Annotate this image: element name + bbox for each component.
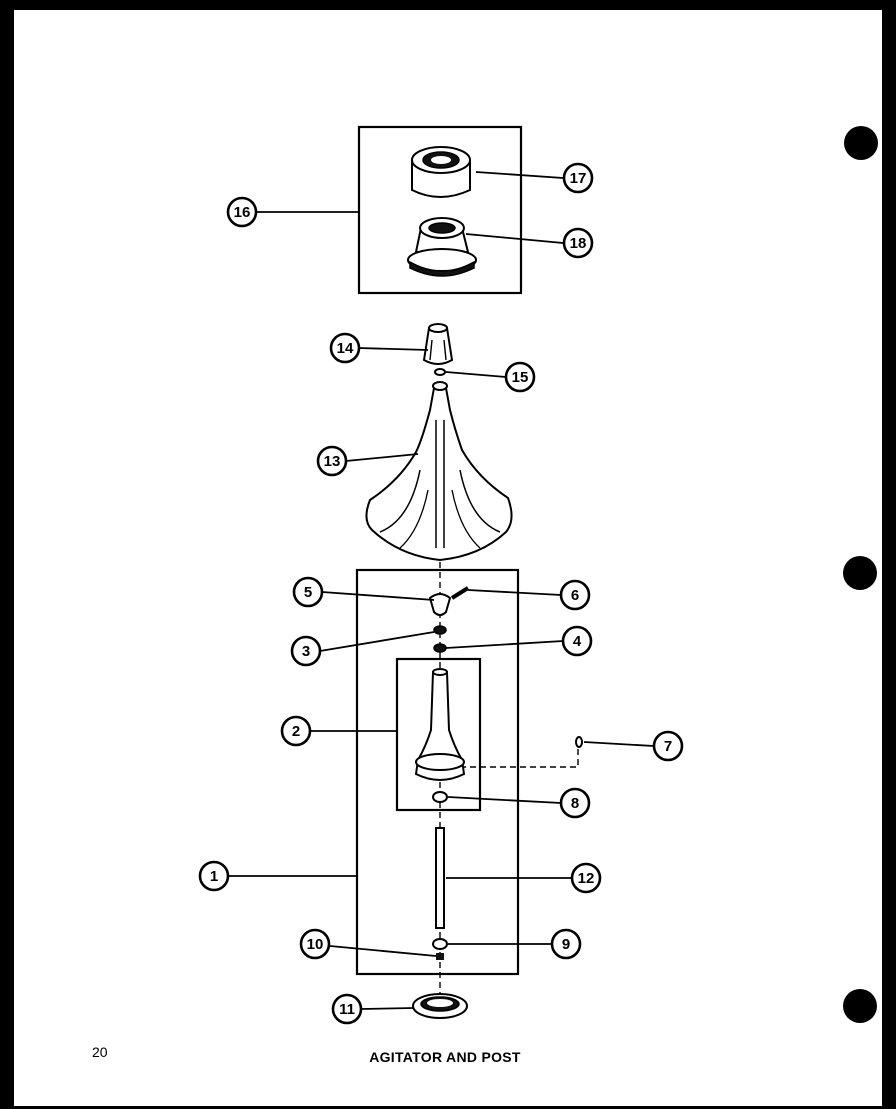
leader-10 (329, 945, 437, 957)
nut-part-10 (436, 953, 444, 960)
leader-3 (319, 631, 435, 652)
kit-box-16 (357, 125, 523, 295)
svg-text:12: 12 (578, 870, 595, 887)
svg-text:8: 8 (571, 795, 579, 812)
callout-10: 10 (299, 928, 331, 960)
callout-11: 11 (331, 993, 363, 1025)
washer-part-3 (433, 625, 447, 635)
callout-12: 12 (570, 862, 602, 894)
callout-16: 16 (226, 196, 258, 228)
svg-text:13: 13 (324, 453, 341, 470)
post-part-2 (414, 668, 466, 781)
dog-part-5 (428, 593, 452, 616)
cap-part-17 (411, 146, 471, 198)
svg-text:2: 2 (292, 723, 300, 740)
adapter-part-18 (407, 217, 477, 277)
svg-text:17: 17 (570, 170, 587, 187)
leader-14 (358, 347, 429, 351)
screw-part-7 (575, 736, 583, 748)
svg-text:1: 1 (210, 868, 218, 885)
svg-text:18: 18 (570, 235, 587, 252)
svg-text:11: 11 (339, 1001, 355, 1018)
punch-hole-middle (843, 556, 877, 590)
callout-9: 9 (550, 928, 582, 960)
punch-hole-top (844, 126, 878, 160)
callout-6: 6 (559, 579, 591, 611)
leader-8 (447, 796, 562, 804)
agitator-part-13 (365, 381, 513, 562)
o-ring-part-15 (434, 368, 446, 376)
svg-text:6: 6 (571, 587, 579, 604)
svg-text:16: 16 (234, 204, 251, 221)
agitator-cap-part-14 (422, 323, 454, 365)
punch-hole-bottom (843, 989, 877, 1023)
callout-13: 13 (316, 445, 348, 477)
svg-text:15: 15 (512, 369, 529, 386)
svg-text:5: 5 (304, 584, 312, 601)
svg-text:3: 3 (302, 643, 310, 660)
svg-text:9: 9 (562, 936, 570, 953)
callout-17: 17 (562, 162, 594, 194)
axis-branch-line (440, 748, 579, 768)
callout-15: 15 (504, 361, 536, 393)
callout-18: 18 (562, 227, 594, 259)
callout-14: 14 (329, 332, 361, 364)
assembly-box-2 (395, 657, 482, 812)
leader-15 (445, 371, 507, 378)
page-number: 20 (92, 1044, 108, 1060)
callout-7: 7 (652, 730, 684, 762)
callout-3: 3 (290, 635, 322, 667)
pin-part-6 (450, 586, 470, 600)
assembly-box-1 (355, 568, 520, 976)
figure-caption: AGITATOR AND POST (369, 1049, 521, 1065)
callout-5: 5 (292, 576, 324, 608)
callout-1: 1 (198, 860, 230, 892)
svg-text:14: 14 (337, 340, 354, 357)
leader-18 (465, 233, 564, 244)
leader-4 (445, 640, 564, 649)
svg-text:7: 7 (664, 738, 672, 755)
washer-part-8 (432, 791, 448, 803)
callout-2: 2 (280, 715, 312, 747)
svg-text:10: 10 (307, 936, 324, 953)
leader-7 (583, 741, 655, 747)
leader-5 (321, 591, 435, 601)
shaft-part-12 (435, 827, 445, 929)
svg-text:4: 4 (573, 633, 582, 650)
callout-4: 4 (561, 625, 593, 657)
washer-part-9 (432, 938, 448, 950)
leader-13 (345, 453, 419, 462)
leader-6 (467, 589, 562, 596)
seal-part-11 (412, 993, 468, 1019)
callout-8: 8 (559, 787, 591, 819)
washer-part-4 (433, 643, 447, 653)
leader-17 (475, 171, 564, 179)
leader-11 (360, 1007, 415, 1010)
